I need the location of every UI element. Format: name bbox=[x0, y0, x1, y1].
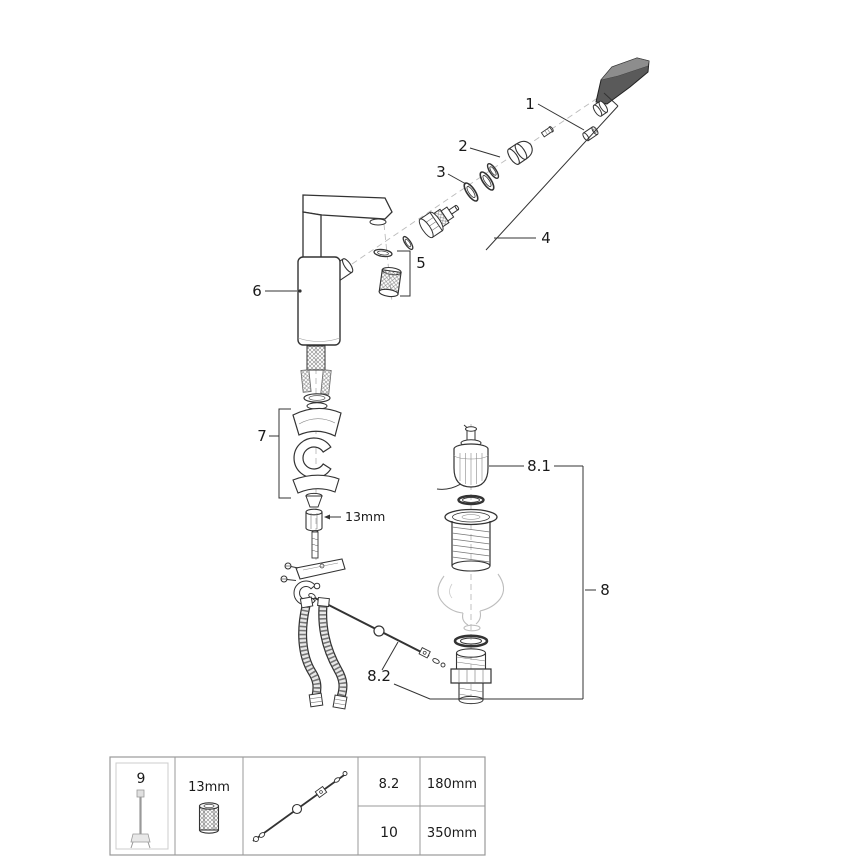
center-axis-lines bbox=[315, 71, 637, 704]
nut-size-label: 13mm bbox=[345, 509, 385, 524]
callout-3: 3 bbox=[436, 163, 467, 185]
part-cap-ring bbox=[486, 163, 500, 179]
part-drain-gasket bbox=[453, 634, 489, 648]
mounting-tool-icon bbox=[130, 789, 151, 849]
callout-4-label: 4 bbox=[541, 229, 551, 247]
legend-nut-size: 13mm bbox=[188, 780, 230, 795]
callout-8-label: 8 bbox=[600, 581, 610, 599]
callout-5-label: 5 bbox=[416, 254, 426, 272]
callout-2: 2 bbox=[458, 137, 501, 158]
part-threaded-shank bbox=[300, 345, 332, 410]
part-supply-hoses bbox=[298, 596, 348, 710]
part-13mm-nut bbox=[305, 508, 323, 532]
callout-8-2: 8.2 bbox=[367, 641, 399, 685]
part-cartridge-ring bbox=[402, 235, 414, 251]
part-drain-tailpiece-ghost bbox=[437, 573, 505, 632]
part4-bracket bbox=[485, 92, 619, 251]
legend-row2-ref: 10 bbox=[380, 825, 398, 841]
part7-bracket: 7 bbox=[257, 408, 291, 499]
callout-8-1-label: 8.1 bbox=[527, 457, 551, 475]
rod-assembly-icon bbox=[252, 771, 348, 842]
part5-bracket: 5 bbox=[397, 250, 426, 297]
callout-8-bracket: 8 bbox=[393, 466, 610, 700]
part-faucet-body bbox=[297, 194, 393, 346]
callout-6: 6 bbox=[252, 282, 297, 300]
callout-1: 1 bbox=[525, 95, 585, 131]
part-drain-body bbox=[444, 508, 498, 572]
callout-8-2-label: 8.2 bbox=[367, 667, 391, 685]
part-drain-tail-nut bbox=[450, 648, 492, 705]
part-dome-cap bbox=[507, 140, 533, 165]
part-threaded-stud bbox=[311, 530, 319, 559]
legend-row2-value: 350mm bbox=[427, 826, 477, 841]
part-popup-plug bbox=[436, 424, 489, 490]
part-plug-oring bbox=[457, 494, 485, 506]
callout-1-label: 1 bbox=[525, 95, 535, 113]
legend-row1-value: 180mm bbox=[427, 777, 477, 792]
part-handle-cap bbox=[582, 126, 599, 142]
part-lever-handle bbox=[592, 57, 650, 117]
part-cartridge bbox=[418, 204, 460, 239]
part-aerator-washer bbox=[373, 248, 393, 258]
part-handle-screw bbox=[540, 126, 554, 138]
legend-table: 9 13mm 8 bbox=[109, 756, 486, 856]
nut-size-callout: 13mm bbox=[324, 509, 385, 524]
callout-3-label: 3 bbox=[436, 163, 446, 181]
callout-6-label: 6 bbox=[252, 282, 262, 300]
legend-row1-ref: 8.2 bbox=[379, 777, 400, 792]
legend-tool-ref: 9 bbox=[137, 771, 146, 787]
callout-8-1: 8.1 bbox=[489, 457, 583, 475]
callout-7-label: 7 bbox=[257, 427, 267, 445]
part7-mounting-hardware bbox=[292, 407, 342, 508]
part-aerator-mousseur bbox=[378, 266, 402, 298]
part-o-rings bbox=[463, 171, 495, 202]
nut-icon bbox=[198, 802, 220, 834]
callout-2-label: 2 bbox=[458, 137, 468, 155]
